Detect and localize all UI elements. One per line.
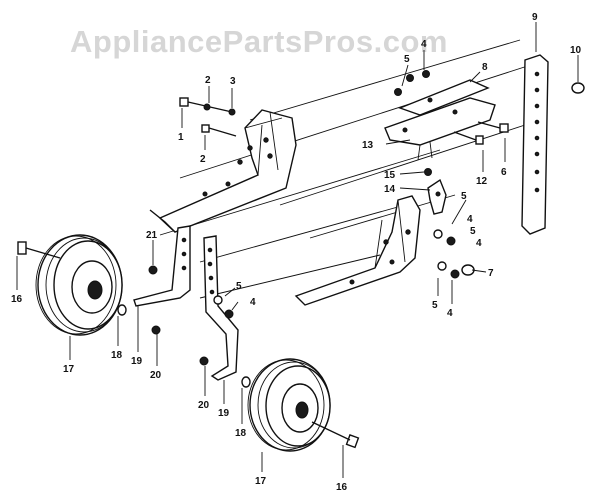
label-5c: 5 [470,226,476,237]
label-8: 8 [482,62,488,73]
label-12: 12 [476,176,488,187]
label-6: 6 [501,167,507,178]
label-18b: 18 [235,428,247,439]
label-4d: 4 [250,297,256,308]
fasteners [17,70,585,449]
label-5b: 5 [461,191,467,202]
label-3: 3 [230,76,236,87]
label-7: 7 [488,268,494,279]
label-4c: 4 [447,308,453,319]
top-bracket-assembly [384,79,496,161]
label-5a: 5 [404,54,410,65]
label-15: 15 [384,170,396,181]
label-4b: 4 [476,238,482,249]
vertical-depth-bar [521,54,549,235]
left-wheel-bracket [133,225,191,307]
watermark: AppliancePartsPros.com [70,24,448,59]
right-wheel-bracket [203,235,239,381]
label-21: 21 [146,230,158,241]
label-17b: 17 [255,476,267,487]
label-9: 9 [532,12,538,23]
label-5e: 5 [236,281,242,292]
label-4e: 4 [421,39,427,50]
label-20b: 20 [198,400,210,411]
label-16a: 16 [11,294,23,305]
label-14: 14 [384,184,396,195]
label-10: 10 [570,45,582,56]
alignment-lines [159,39,541,299]
label-17a: 17 [63,364,75,375]
label-20a: 20 [150,370,162,381]
rear-wheel [247,358,331,452]
label-5d: 5 [432,300,438,311]
label-19b: 19 [218,408,230,419]
label-19a: 19 [131,356,143,367]
latch-lever [427,178,447,215]
label-2b: 2 [200,154,206,165]
label-4a: 4 [467,214,473,225]
label-18a: 18 [111,350,123,361]
front-wheel [35,234,123,336]
label-1: 1 [178,132,184,143]
left-frame-rail [149,109,297,233]
part-number-labels: 1 2 2 3 4 4 4 4 4 5 5 5 5 5 6 7 8 9 10 1… [11,12,582,493]
label-16b: 16 [336,482,348,493]
label-13: 13 [362,140,374,151]
label-2a: 2 [205,75,211,86]
leader-lines [16,22,579,478]
right-frame-rail [294,195,421,306]
